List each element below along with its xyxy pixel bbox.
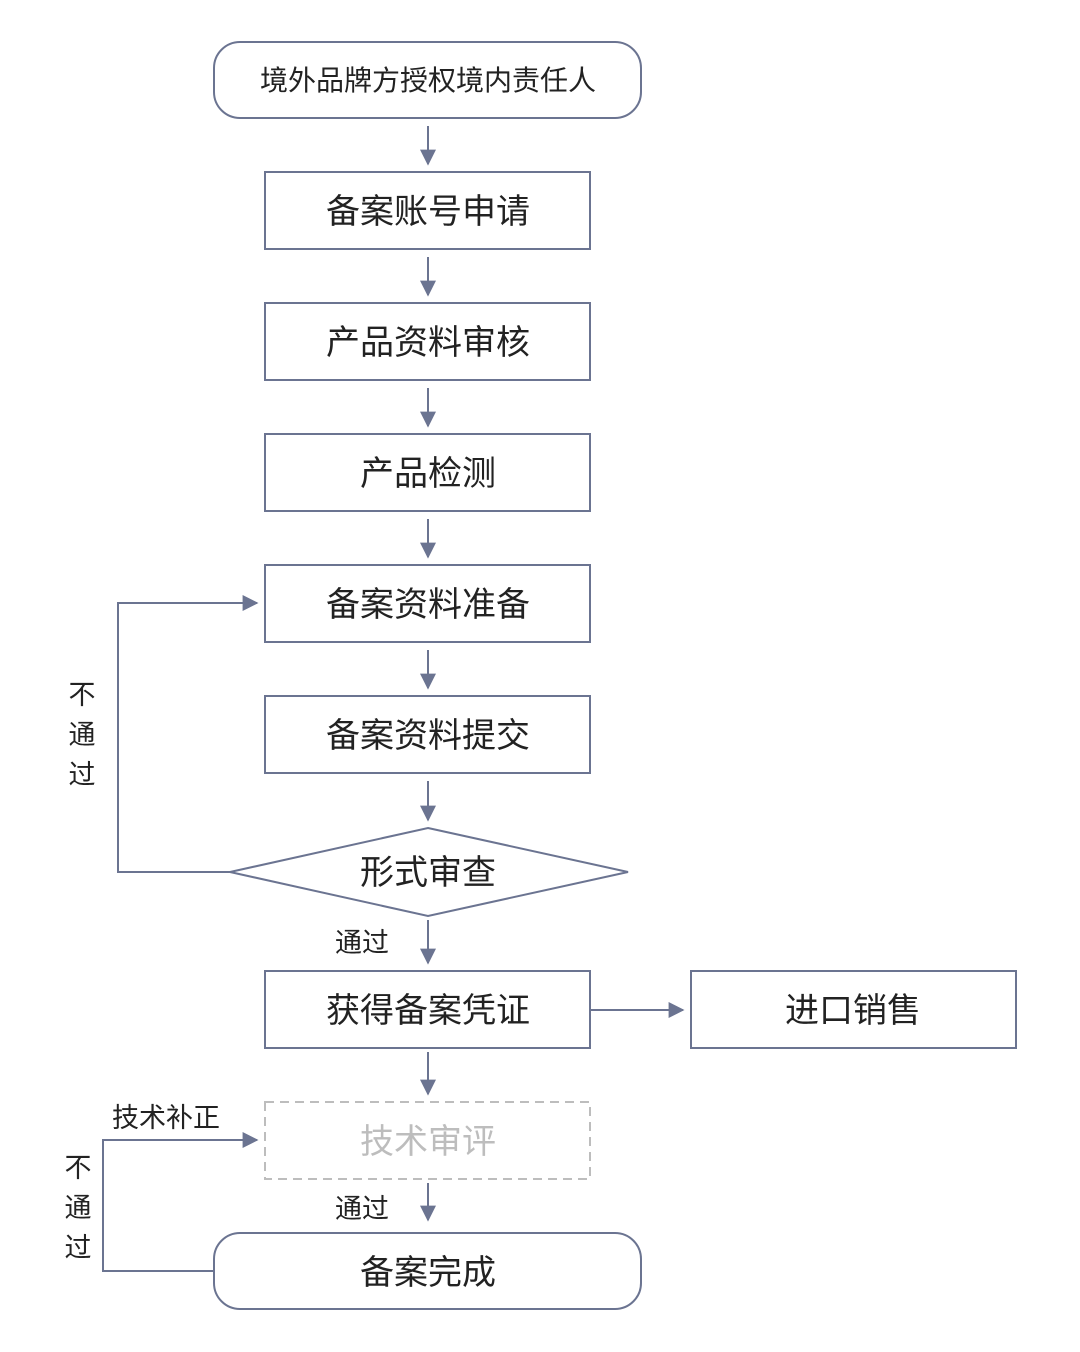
node-import-sales-label: 进口销售 — [785, 991, 921, 1031]
edge-label-pass-formal: 通过 — [335, 928, 389, 959]
node-start-label: 境外品牌方授权境内责任人 — [260, 64, 596, 97]
node-prepare-materials: 备案资料准备 — [264, 564, 591, 643]
node-product-review: 产品资料审核 — [264, 302, 591, 381]
node-submit-materials: 备案资料提交 — [264, 695, 591, 774]
node-product-test: 产品检测 — [264, 433, 591, 512]
edge-label-pass-tech: 通过 — [335, 1194, 389, 1225]
node-obtain-certificate: 获得备案凭证 — [264, 970, 591, 1049]
node-account-application-label: 备案账号申请 — [326, 192, 530, 232]
node-complete-label: 备案完成 — [360, 1253, 496, 1293]
arrow-formal-review-fail-loop — [117, 595, 259, 873]
node-import-sales: 进口销售 — [690, 970, 1017, 1049]
arrow-tech-review-fail-loop — [102, 1132, 259, 1272]
edge-label-fail-tech: 不通过 — [65, 1153, 92, 1264]
node-obtain-certificate-label: 获得备案凭证 — [326, 991, 530, 1031]
node-product-review-label: 产品资料审核 — [326, 323, 530, 363]
edge-label-fail-formal: 不通过 — [69, 680, 96, 791]
node-formal-review-label: 形式审查 — [360, 853, 496, 893]
node-account-application: 备案账号申请 — [264, 171, 591, 250]
node-technical-review-label: 技术审评 — [360, 1122, 496, 1162]
node-start: 境外品牌方授权境内责任人 — [213, 41, 642, 119]
node-complete: 备案完成 — [213, 1232, 642, 1310]
node-submit-materials-label: 备案资料提交 — [326, 716, 530, 756]
edge-label-tech-fix: 技术补正 — [112, 1103, 220, 1134]
node-formal-review-decision: 形式审查 — [229, 826, 629, 918]
node-product-test-label: 产品检测 — [360, 454, 496, 494]
node-prepare-materials-label: 备案资料准备 — [326, 585, 530, 625]
node-technical-review: 技术审评 — [264, 1101, 591, 1180]
